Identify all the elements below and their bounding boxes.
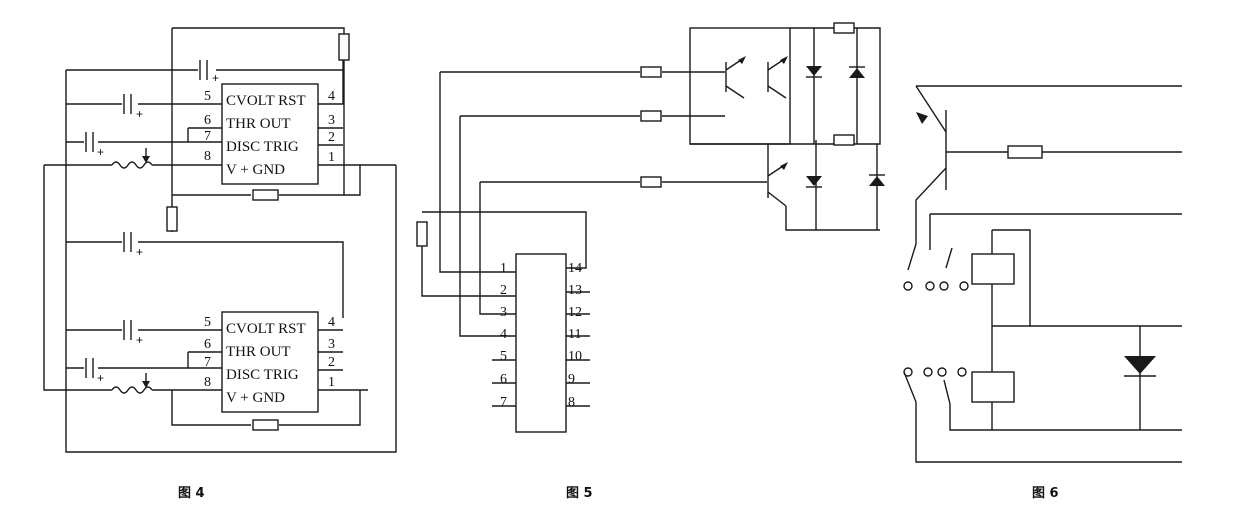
fig5-pin-1: 1 [500, 261, 507, 276]
fig6-diode-icon [1124, 356, 1156, 374]
fig5-transistor-block-top [689, 27, 791, 145]
fig5-pin-10: 10 [568, 349, 582, 364]
fig4-ic2-pin-4: 4 [328, 315, 335, 330]
fig4-ic1-body [221, 83, 319, 185]
fig4-ic1-label-4: V + GND [226, 162, 285, 178]
fig4-ic2-label-1: CVOLT RST [226, 321, 306, 337]
figure-6-caption: 图 6 [1032, 486, 1059, 501]
fig4-ic2-label-2: THR OUT [226, 344, 291, 360]
fig4-ic2-potentiometer [111, 386, 153, 394]
fig4-top-wire [172, 27, 345, 195]
svg-text:+: + [136, 107, 143, 121]
fig5-resistor-3 [640, 176, 662, 188]
fig5-resistor-2 [640, 110, 662, 122]
fig4-resistor-top [338, 33, 350, 61]
fig5-pin-4: 4 [500, 327, 507, 342]
fig6-relay-coil-2 [971, 371, 1015, 403]
svg-text:+: + [212, 71, 219, 85]
fig4-ic1-potentiometer [111, 161, 153, 169]
fig4-ic2-pin-7: 7 [204, 355, 211, 370]
figure-4: + CVOLT RST THR OUT DISC TRIG V + GND + … [43, 27, 397, 501]
fig4-ic1-pin-2: 2 [328, 130, 335, 145]
fig6-relay-coil-1 [971, 253, 1015, 285]
fig4-ic2-label-3: DISC TRIG [226, 367, 299, 383]
fig4-ic2-body [221, 311, 319, 413]
fig4-outer-loop [65, 70, 397, 453]
fig5-pin-14: 14 [568, 261, 582, 276]
fig4-ic2-pin-1: 1 [328, 375, 335, 390]
fig5-resistor-4 [833, 22, 855, 34]
fig5-pin-11: 11 [568, 327, 581, 342]
fig4-ic2-pin-3: 3 [328, 337, 335, 352]
fig4-ic1-pin-5: 5 [204, 89, 211, 104]
fig4-resistor-bottom2 [252, 419, 279, 431]
svg-text:+: + [136, 245, 143, 259]
figure-5-caption: 图 5 [566, 486, 593, 501]
fig5-pin-7: 7 [500, 395, 507, 410]
fig5-resistor-5 [833, 134, 855, 146]
fig4-ic2-pin-6: 6 [204, 337, 211, 352]
fig4-ic1-pin-8: 8 [204, 149, 211, 164]
fig4-ic2-label-4: V + GND [226, 390, 285, 406]
fig4-ic2-pin-2: 2 [328, 355, 335, 370]
fig4-ic1-pin-4: 4 [328, 89, 335, 104]
fig5-left-pins: 1 2 3 4 5 6 7 [492, 261, 516, 410]
fig4-ic1-pin-7: 7 [204, 129, 211, 144]
figure-4-caption: 图 4 [178, 486, 205, 501]
svg-text:+: + [136, 333, 143, 347]
fig4-ic1-label-2: THR OUT [226, 116, 291, 132]
fig5-pin-3: 3 [500, 305, 507, 320]
figure-6: 图 6 [903, 85, 1182, 501]
fig5-pin-2: 2 [500, 283, 507, 298]
fig4-wire-cap-top [66, 60, 344, 71]
fig5-pin-8: 8 [568, 395, 575, 410]
fig5-ic-body [515, 253, 567, 433]
svg-text:+: + [97, 371, 104, 385]
fig5-led-2-icon [806, 176, 822, 186]
fig4-resistor-bottom1 [252, 189, 279, 201]
fig4-ic2-pin-8: 8 [204, 375, 211, 390]
fig4-ic1-label-1: CVOLT RST [226, 93, 306, 109]
fig5-pin-5: 5 [500, 349, 507, 364]
fig5-diode-1-icon [849, 68, 865, 78]
fig5-right-pins: 14 13 12 11 10 9 8 [566, 261, 590, 410]
fig6-resistor [1007, 145, 1043, 159]
fig5-pin-13: 13 [568, 283, 582, 298]
fig4-left-loop [43, 165, 66, 391]
fig4-ic1-pin-1: 1 [328, 150, 335, 165]
fig4-ic1-pin-6: 6 [204, 113, 211, 128]
fig5-resistor-left [416, 221, 428, 247]
fig5-resistor-1 [640, 66, 662, 78]
fig4-ic1-label-3: DISC TRIG [226, 139, 299, 155]
fig5-pin-12: 12 [568, 305, 582, 320]
fig4-resistor-mid [166, 206, 178, 232]
fig4-ic1-pin-3: 3 [328, 113, 335, 128]
fig4-ic2-pin-5: 5 [204, 315, 211, 330]
fig5-pin-9: 9 [568, 372, 575, 387]
fig5-pin-6: 6 [500, 372, 507, 387]
figure-5: 1 2 3 4 5 6 7 14 13 12 11 10 9 8 图 5 [416, 22, 885, 501]
fig5-led-1-icon [806, 66, 822, 76]
svg-text:+: + [97, 145, 104, 159]
fig6-transistor-arrow-icon [916, 112, 928, 124]
